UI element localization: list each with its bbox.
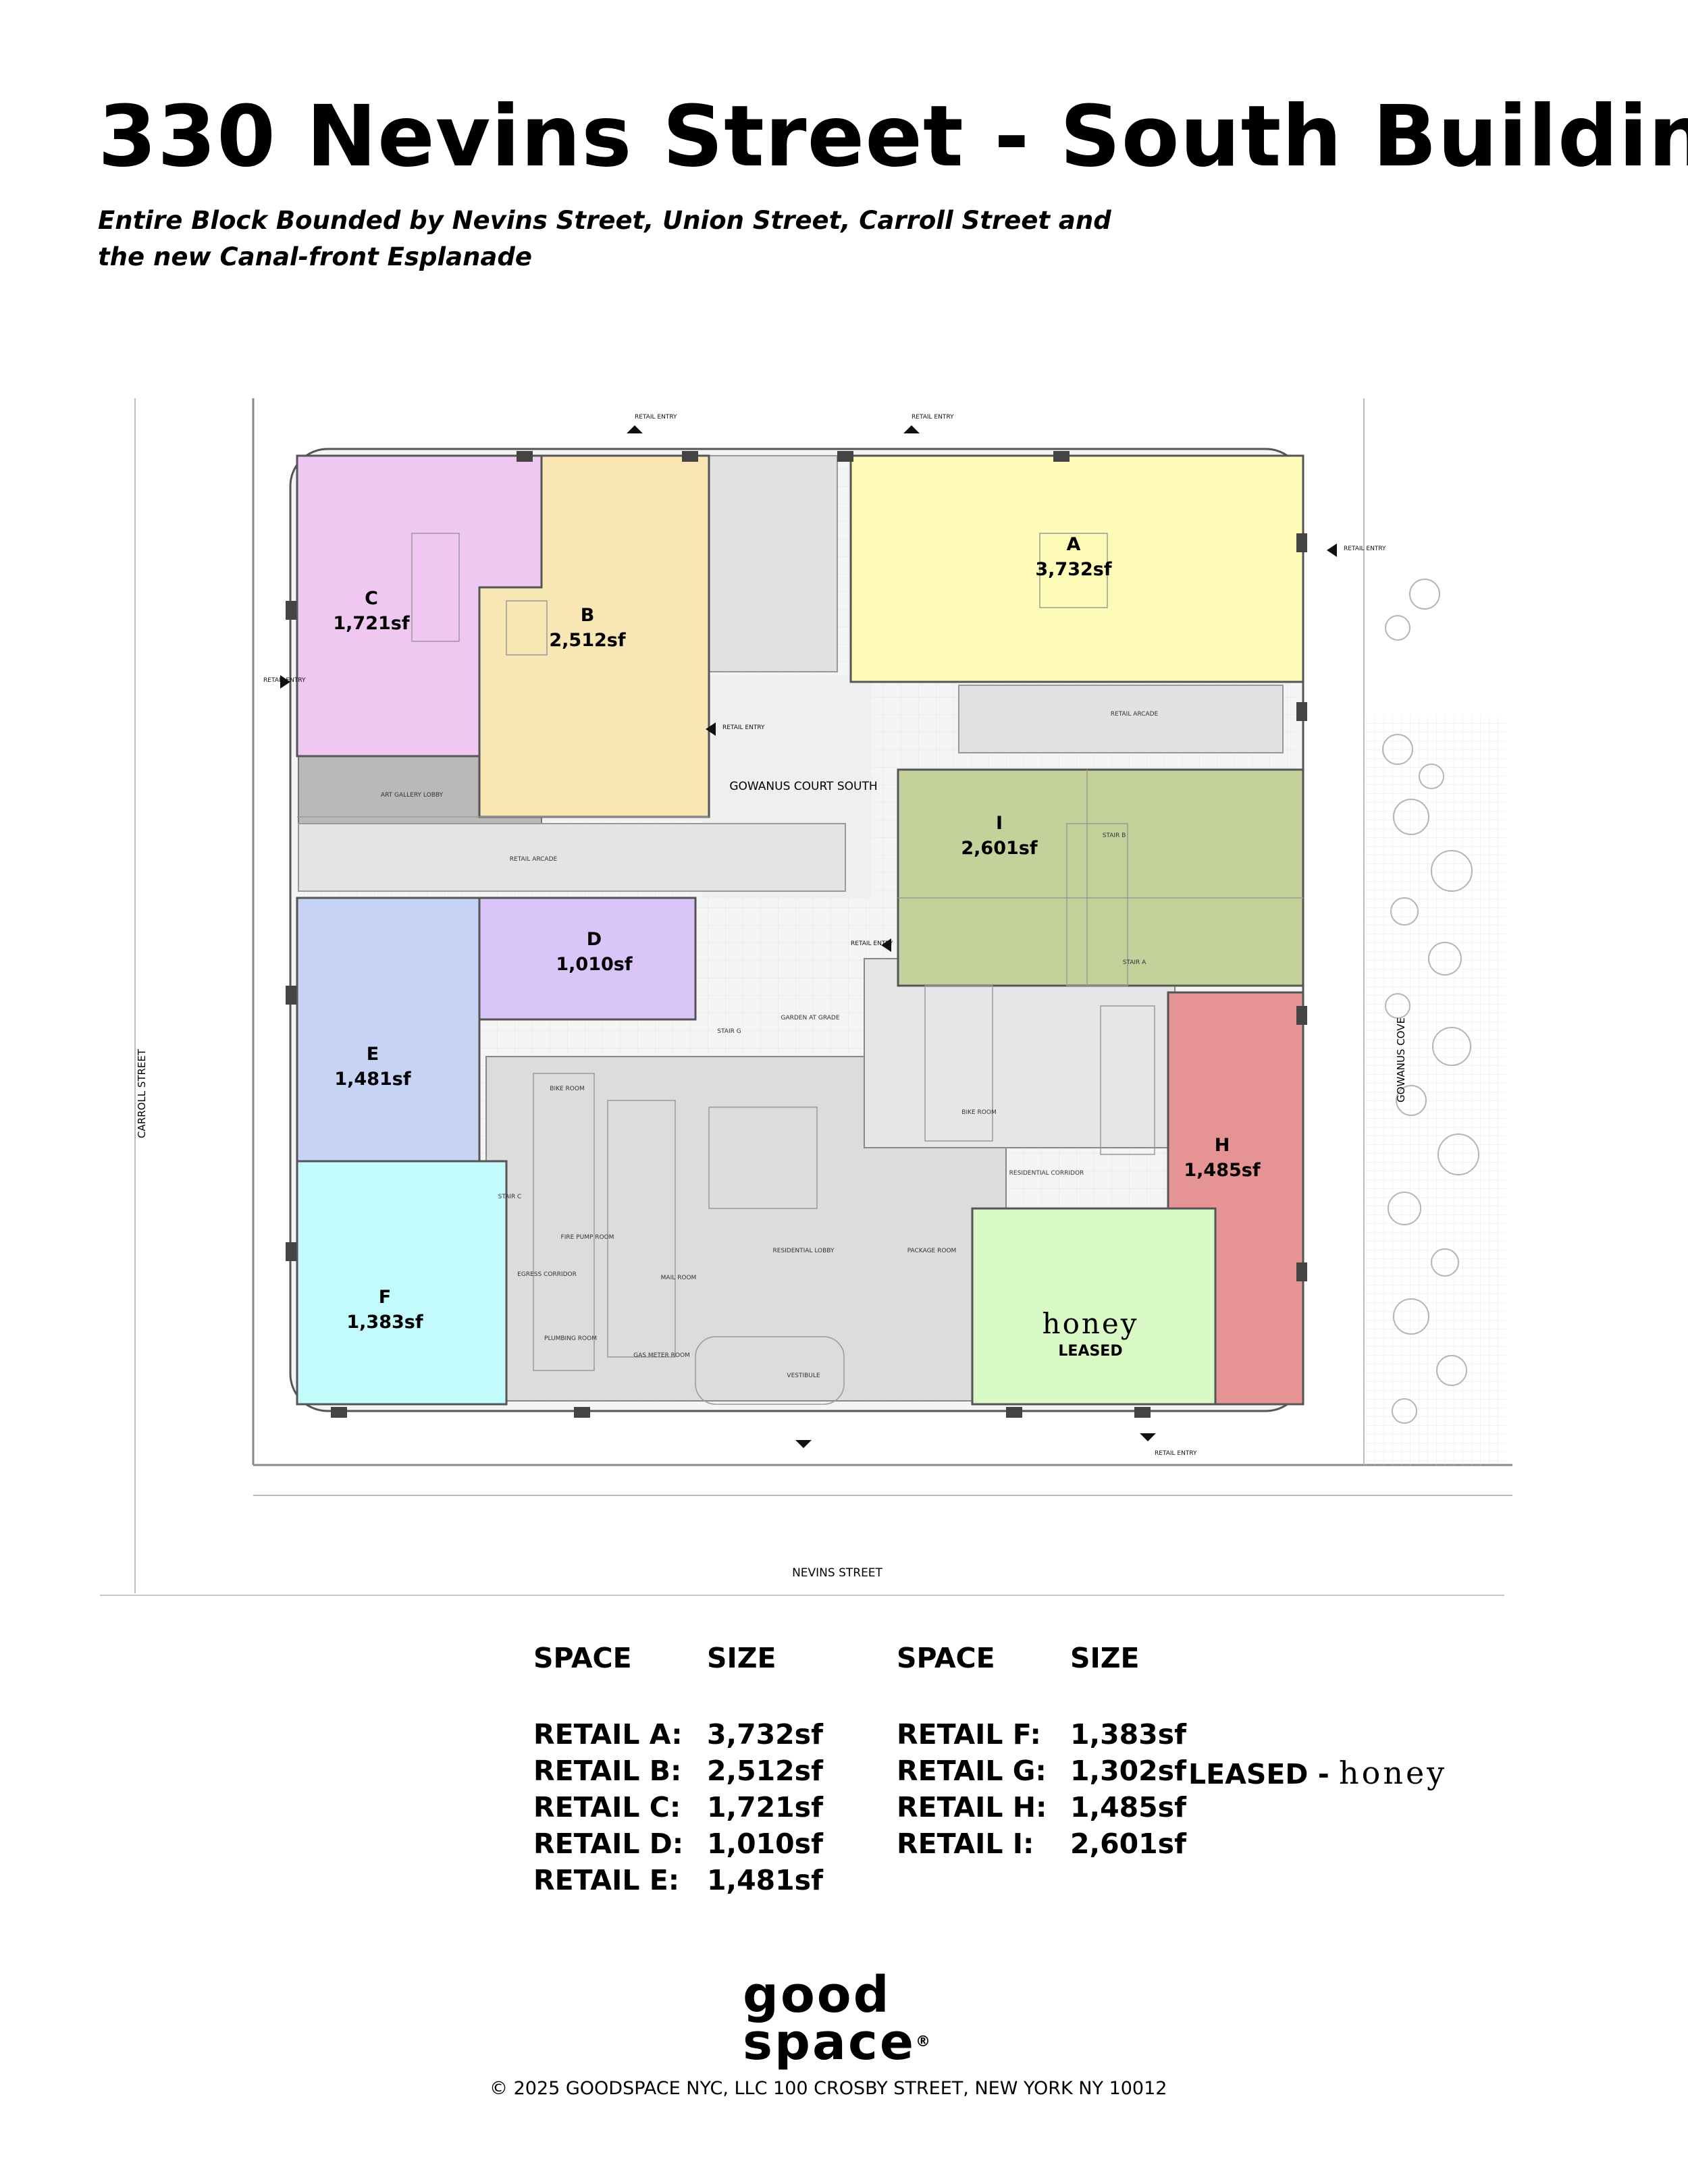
row-retail-h-size: 1,485sf xyxy=(1070,1791,1186,1823)
page-subtitle: Entire Block Bounded by Nevins Street, U… xyxy=(98,203,1178,275)
row-retail-f-space: RETAIL F: xyxy=(897,1718,1041,1751)
row-retail-g-size: 1,302sf xyxy=(1070,1755,1186,1787)
row-retail-i-size: 2,601sf xyxy=(1070,1828,1186,1860)
unit-e-shape[interactable] xyxy=(296,897,481,1163)
row-retail-g-leased: LEASED - honey xyxy=(1188,1755,1447,1791)
street-gowanus-cove: GOWANUS COVE xyxy=(1395,1017,1407,1102)
row-retail-c-size: 1,721sf xyxy=(707,1791,823,1823)
room-retail-arcade-north: RETAIL ARCADE xyxy=(1111,711,1159,718)
room-package: PACKAGE ROOM xyxy=(907,1248,957,1254)
unit-i-letter: I xyxy=(996,813,1003,834)
retail-entry-north-1: RETAIL ENTRY xyxy=(635,414,677,421)
court-label: GOWANUS COURT SOUTH xyxy=(729,780,877,793)
room-garden: GARDEN AT GRADE xyxy=(781,1015,839,1021)
street-nevins: NEVINS STREET xyxy=(792,1566,882,1580)
room-stair-a: STAIR A xyxy=(1123,959,1146,966)
brand-line-2: space® xyxy=(743,2017,933,2067)
retail-entry-south: RETAIL ENTRY xyxy=(1155,1450,1197,1457)
room-bike-east: BIKE ROOM xyxy=(961,1109,996,1116)
row-retail-g-space: RETAIL G: xyxy=(897,1755,1047,1787)
subtitle-line-2: the new Canal-front Esplanade xyxy=(98,242,532,271)
room-plumbing: PLUMBING ROOM xyxy=(544,1335,597,1342)
header-space-right: SPACE xyxy=(897,1642,995,1674)
site-context xyxy=(134,398,1512,1593)
unit-e-size: 1,481sf xyxy=(334,1069,411,1090)
retail-entry-east: RETAIL ENTRY xyxy=(1344,545,1386,552)
room-stair-c: STAIR C xyxy=(498,1194,522,1200)
room-art-gallery: ART GALLERY LOBBY xyxy=(381,792,444,799)
unit-c-letter: C xyxy=(365,588,378,609)
unit-f-letter: F xyxy=(379,1287,391,1308)
row-retail-i-space: RETAIL I: xyxy=(897,1828,1034,1860)
page-title: 330 Nevins Street - South Building xyxy=(98,88,1688,186)
street-carroll: CARROLL STREET xyxy=(136,1048,148,1138)
unit-f-shape[interactable] xyxy=(296,1160,508,1406)
row-retail-f-size: 1,383sf xyxy=(1070,1718,1186,1751)
unit-c-size: 1,721sf xyxy=(333,613,409,634)
unit-i-size: 2,601sf xyxy=(961,838,1037,859)
row-retail-a-size: 3,732sf xyxy=(707,1718,823,1751)
room-corridor: RESIDENTIAL CORRIDOR xyxy=(1009,1170,1084,1177)
room-vestibule: VESTIBULE xyxy=(787,1373,820,1379)
divider xyxy=(100,1595,1504,1596)
unit-h-letter: H xyxy=(1215,1135,1230,1156)
unit-d-size: 1,010sf xyxy=(556,954,632,975)
row-retail-d-space: RETAIL D: xyxy=(533,1828,684,1860)
unit-b-letter: B xyxy=(581,605,595,626)
room-retail-arcade: RETAIL ARCADE xyxy=(510,856,558,863)
unit-a-size: 3,732sf xyxy=(1035,559,1111,580)
subtitle-line-1: Entire Block Bounded by Nevins Street, U… xyxy=(98,206,1111,235)
brand-line-1: good xyxy=(743,1966,891,2024)
row-retail-c-space: RETAIL C: xyxy=(533,1791,681,1823)
honey-leased-plan: LEASED xyxy=(1058,1343,1122,1360)
row-retail-d-size: 1,010sf xyxy=(707,1828,823,1860)
brand-mark: ® xyxy=(916,2033,933,2050)
row-retail-b-size: 2,512sf xyxy=(707,1755,823,1787)
room-mail: MAIL ROOM xyxy=(661,1275,697,1281)
room-egress: EGRESS CORRIDOR xyxy=(517,1271,577,1278)
leased-label: LEASED - xyxy=(1188,1758,1329,1790)
row-retail-b-space: RETAIL B: xyxy=(533,1755,682,1787)
room-residential-lobby: RESIDENTIAL LOBBY xyxy=(773,1248,835,1254)
row-retail-a-space: RETAIL A: xyxy=(533,1718,683,1751)
floor-plan: A 3,732sf B 2,512sf C 1,721sf D 1,010sf … xyxy=(134,398,1512,1593)
room-stair-g: STAIR G xyxy=(717,1028,741,1035)
honey-logo-table: honey xyxy=(1339,1755,1448,1791)
unit-b-size: 2,512sf xyxy=(549,630,625,651)
room-fire-pump: FIRE PUMP ROOM xyxy=(561,1234,614,1241)
row-retail-e-size: 1,481sf xyxy=(707,1864,823,1896)
header-size-right: SIZE xyxy=(1070,1642,1140,1674)
unit-a-letter: A xyxy=(1067,534,1081,555)
unit-e-letter: E xyxy=(367,1044,379,1065)
brand-line-2-text: space xyxy=(743,2013,916,2071)
unit-honey-shape[interactable] xyxy=(971,1207,1217,1406)
honey-logo-plan: honey xyxy=(1043,1307,1139,1340)
room-bike: BIKE ROOM xyxy=(550,1086,584,1092)
unit-i-shape[interactable] xyxy=(897,768,1304,987)
unit-a-shape[interactable] xyxy=(849,454,1304,683)
room-gas-meter: GAS METER ROOM xyxy=(633,1352,690,1359)
row-retail-e-space: RETAIL E: xyxy=(533,1864,680,1896)
row-retail-h-space: RETAIL H: xyxy=(897,1791,1047,1823)
retail-entry-i: RETAIL ENTRY xyxy=(851,940,893,947)
unit-d-letter: D xyxy=(587,929,602,950)
goodspace-logo: good space® xyxy=(743,1966,933,2067)
unit-h-size: 1,485sf xyxy=(1184,1160,1260,1181)
unit-f-size: 1,383sf xyxy=(346,1312,423,1333)
header-space-left: SPACE xyxy=(533,1642,632,1674)
retail-entry-court: RETAIL ENTRY xyxy=(722,724,765,731)
header-size-left: SIZE xyxy=(707,1642,776,1674)
unit-d-shape[interactable] xyxy=(478,897,697,1021)
room-stair-b: STAIR B xyxy=(1103,832,1126,839)
retail-entry-north-2: RETAIL ENTRY xyxy=(912,414,954,421)
copyright: © 2025 GOODSPACE NYC, LLC 100 CROSBY STR… xyxy=(490,2078,1167,2099)
